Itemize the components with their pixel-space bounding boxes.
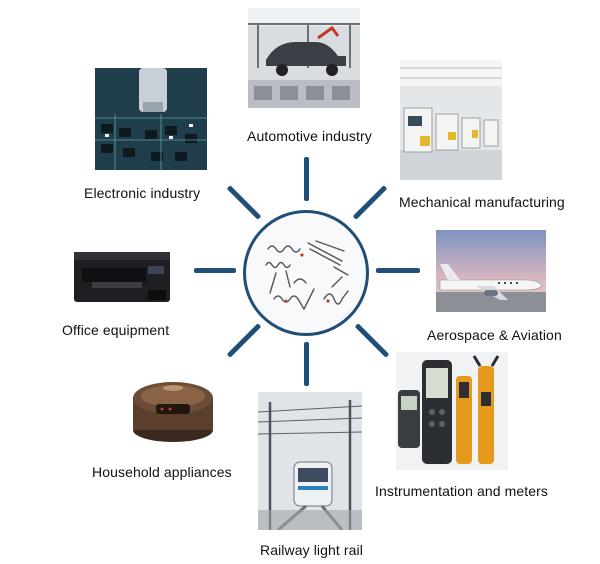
railway-light-rail-image: [258, 392, 362, 530]
label-instrumentation-meters: Instrumentation and meters: [375, 483, 549, 499]
label-household-appliances: Household appliances: [92, 464, 232, 480]
spoke-right: [376, 268, 420, 273]
label-office-equipment: Office equipment: [62, 322, 170, 338]
spoke-bottom-right: [354, 323, 390, 358]
car-assembly-line-icon: [248, 8, 360, 108]
spoke-bottom: [304, 342, 309, 386]
printer-icon: [72, 246, 172, 306]
label-electronic-industry: Electronic industry: [84, 185, 201, 201]
spoke-top-right: [352, 185, 388, 220]
digital-meters-icon: [396, 352, 508, 470]
spoke-left: [194, 268, 236, 273]
label-automotive-industry: Automotive industry: [247, 128, 372, 144]
label-mechanical-manufacturing: Mechanical manufacturing: [399, 194, 565, 210]
light-rail-train-icon: [258, 392, 362, 530]
label-railway-light-rail: Railway light rail: [260, 542, 363, 558]
spoke-top-left: [226, 185, 262, 220]
mechanical-manufacturing-image: [400, 60, 502, 180]
airplane-icon: [436, 230, 546, 312]
household-appliances-image: [126, 372, 220, 450]
automotive-industry-image: [248, 8, 360, 108]
instrumentation-meters-image: [396, 352, 508, 470]
circuit-board-icon: [95, 68, 207, 170]
label-aerospace-aviation: Aerospace & Aviation: [427, 327, 562, 343]
aerospace-aviation-image: [436, 230, 546, 312]
springs-icon: [265, 240, 349, 310]
rice-cooker-icon: [126, 372, 220, 450]
office-equipment-image: [72, 246, 172, 306]
factory-machines-icon: [400, 60, 502, 180]
spoke-bottom-left: [226, 323, 262, 358]
center-springs-hub: [243, 210, 369, 336]
spoke-top: [304, 157, 309, 201]
electronic-industry-image: [95, 68, 207, 170]
